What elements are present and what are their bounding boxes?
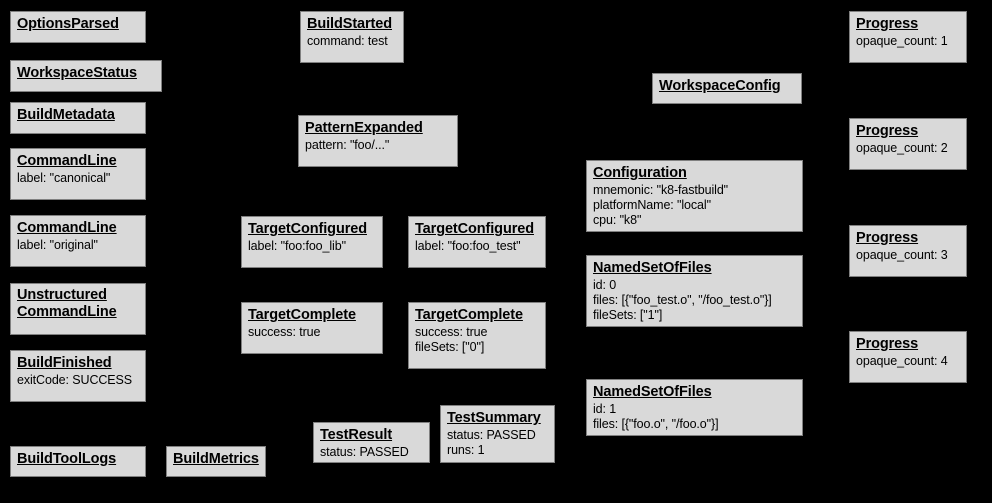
- event-node-field: opaque_count: 1: [856, 34, 948, 48]
- event-node-field: fileSets: ["1"]: [593, 308, 663, 322]
- event-node-title: WorkspaceStatus: [17, 65, 137, 81]
- event-node-field: mnemonic: "k8-fastbuild": [593, 183, 729, 197]
- event-node-title: CommandLine: [17, 220, 117, 236]
- event-node-fields: opaque_count: 4: [856, 354, 960, 369]
- event-node-fields: opaque_count: 2: [856, 141, 960, 156]
- event-node-fields: opaque_count: 3: [856, 248, 960, 263]
- event-node-title: Unstructured CommandLine: [17, 287, 117, 320]
- event-node-field: opaque_count: 2: [856, 141, 948, 155]
- event-node-field: success: true: [248, 325, 321, 339]
- event-node-workspace-status[interactable]: WorkspaceStatus: [10, 60, 162, 92]
- event-node-title: TestSummary: [447, 410, 541, 426]
- event-node-fields: label: "canonical": [17, 171, 139, 186]
- event-node-field: opaque_count: 4: [856, 354, 948, 368]
- event-node-workspace-config[interactable]: WorkspaceConfig: [652, 73, 802, 104]
- event-node-build-started[interactable]: BuildStarted command: test: [300, 11, 404, 63]
- event-node-title: Progress: [856, 16, 919, 32]
- event-node-fields: status: PASSED: [320, 445, 423, 460]
- event-node-title: Progress: [856, 123, 919, 139]
- event-node-title: BuildFinished: [17, 355, 112, 371]
- event-node-title: Progress: [856, 230, 919, 246]
- event-node-target-complete-lib[interactable]: TargetComplete success: true: [241, 302, 383, 354]
- event-node-build-tool-logs[interactable]: BuildToolLogs: [10, 446, 146, 477]
- event-node-title: TargetComplete: [415, 307, 523, 323]
- event-node-title: PatternExpanded: [305, 120, 423, 136]
- event-node-configuration[interactable]: Configuration mnemonic: "k8-fastbuild"pla…: [586, 160, 803, 232]
- event-node-fields: label: "foo:foo_lib": [248, 239, 376, 254]
- event-node-pattern-expanded[interactable]: PatternExpanded pattern: "foo/...": [298, 115, 458, 167]
- event-node-target-configured-foo-test[interactable]: TargetConfigured label: "foo:foo_test": [408, 216, 546, 268]
- event-node-fields: command: test: [307, 34, 397, 49]
- event-node-fields: mnemonic: "k8-fastbuild"platformName: "l…: [593, 183, 796, 228]
- event-node-field: label: "foo:foo_lib": [248, 239, 346, 253]
- event-node-progress-4[interactable]: Progress opaque_count: 4: [849, 331, 967, 383]
- event-node-field: status: PASSED: [447, 428, 536, 442]
- event-node-progress-1[interactable]: Progress opaque_count: 1: [849, 11, 967, 63]
- event-node-field: label: "canonical": [17, 171, 111, 185]
- event-node-test-result[interactable]: TestResult status: PASSED: [313, 422, 430, 463]
- event-node-field: pattern: "foo/...": [305, 138, 390, 152]
- event-node-title: TargetComplete: [248, 307, 356, 323]
- event-node-title: WorkspaceConfig: [659, 78, 781, 94]
- event-node-options-parsed[interactable]: OptionsParsed: [10, 11, 146, 43]
- event-node-title: CommandLine: [17, 153, 117, 169]
- event-node-command-line-canonical[interactable]: CommandLine label: "canonical": [10, 148, 146, 200]
- event-node-field: opaque_count: 3: [856, 248, 948, 262]
- event-node-fields: label: "original": [17, 238, 139, 253]
- event-node-field: label: "original": [17, 238, 98, 252]
- event-node-fields: opaque_count: 1: [856, 34, 960, 49]
- event-node-field: fileSets: ["0"]: [415, 340, 485, 354]
- event-node-title: TargetConfigured: [415, 221, 534, 237]
- event-node-fields: exitCode: SUCCESS: [17, 373, 139, 388]
- event-node-command-line-original[interactable]: CommandLine label: "original": [10, 215, 146, 267]
- event-node-title: BuildStarted: [307, 16, 393, 32]
- event-node-target-configured-foo-lib[interactable]: TargetConfigured label: "foo:foo_lib": [241, 216, 383, 268]
- event-node-field: id: 1: [593, 402, 617, 416]
- event-node-title: BuildToolLogs: [17, 451, 117, 467]
- event-node-unstructured-command-line[interactable]: Unstructured CommandLine: [10, 283, 146, 335]
- event-node-title: BuildMetrics: [173, 451, 259, 467]
- event-node-field: status: PASSED: [320, 445, 409, 459]
- event-node-field: platformName: "local": [593, 198, 711, 212]
- event-node-title: BuildMetadata: [17, 107, 115, 123]
- event-node-title: OptionsParsed: [17, 16, 119, 32]
- event-node-fields: pattern: "foo/...": [305, 138, 451, 153]
- event-node-build-finished[interactable]: BuildFinished exitCode: SUCCESS: [10, 350, 146, 402]
- event-node-field: success: true: [415, 325, 488, 339]
- event-node-field: files: [{"foo.o", "/foo.o"}]: [593, 417, 719, 431]
- event-node-title: Progress: [856, 336, 919, 352]
- event-node-field: runs: 1: [447, 443, 485, 457]
- event-node-build-metrics[interactable]: BuildMetrics: [166, 446, 266, 477]
- event-node-field: label: "foo:foo_test": [415, 239, 521, 253]
- event-node-title: Configuration: [593, 165, 687, 181]
- event-node-field: id: 0: [593, 278, 617, 292]
- event-node-field: exitCode: SUCCESS: [17, 373, 133, 387]
- event-node-title: TestResult: [320, 427, 393, 443]
- event-node-field: files: [{"foo_test.o", "/foo_test.o"}]: [593, 293, 772, 307]
- event-node-title: TargetConfigured: [248, 221, 367, 237]
- event-node-field: cpu: "k8": [593, 213, 642, 227]
- event-node-build-metadata[interactable]: BuildMetadata: [10, 102, 146, 134]
- event-node-fields: success: true: [248, 325, 376, 340]
- event-node-progress-3[interactable]: Progress opaque_count: 3: [849, 225, 967, 277]
- event-node-progress-2[interactable]: Progress opaque_count: 2: [849, 118, 967, 170]
- event-node-fields: label: "foo:foo_test": [415, 239, 539, 254]
- event-node-field: command: test: [307, 34, 388, 48]
- event-node-title: NamedSetOfFiles: [593, 384, 712, 400]
- event-node-title: NamedSetOfFiles: [593, 260, 712, 276]
